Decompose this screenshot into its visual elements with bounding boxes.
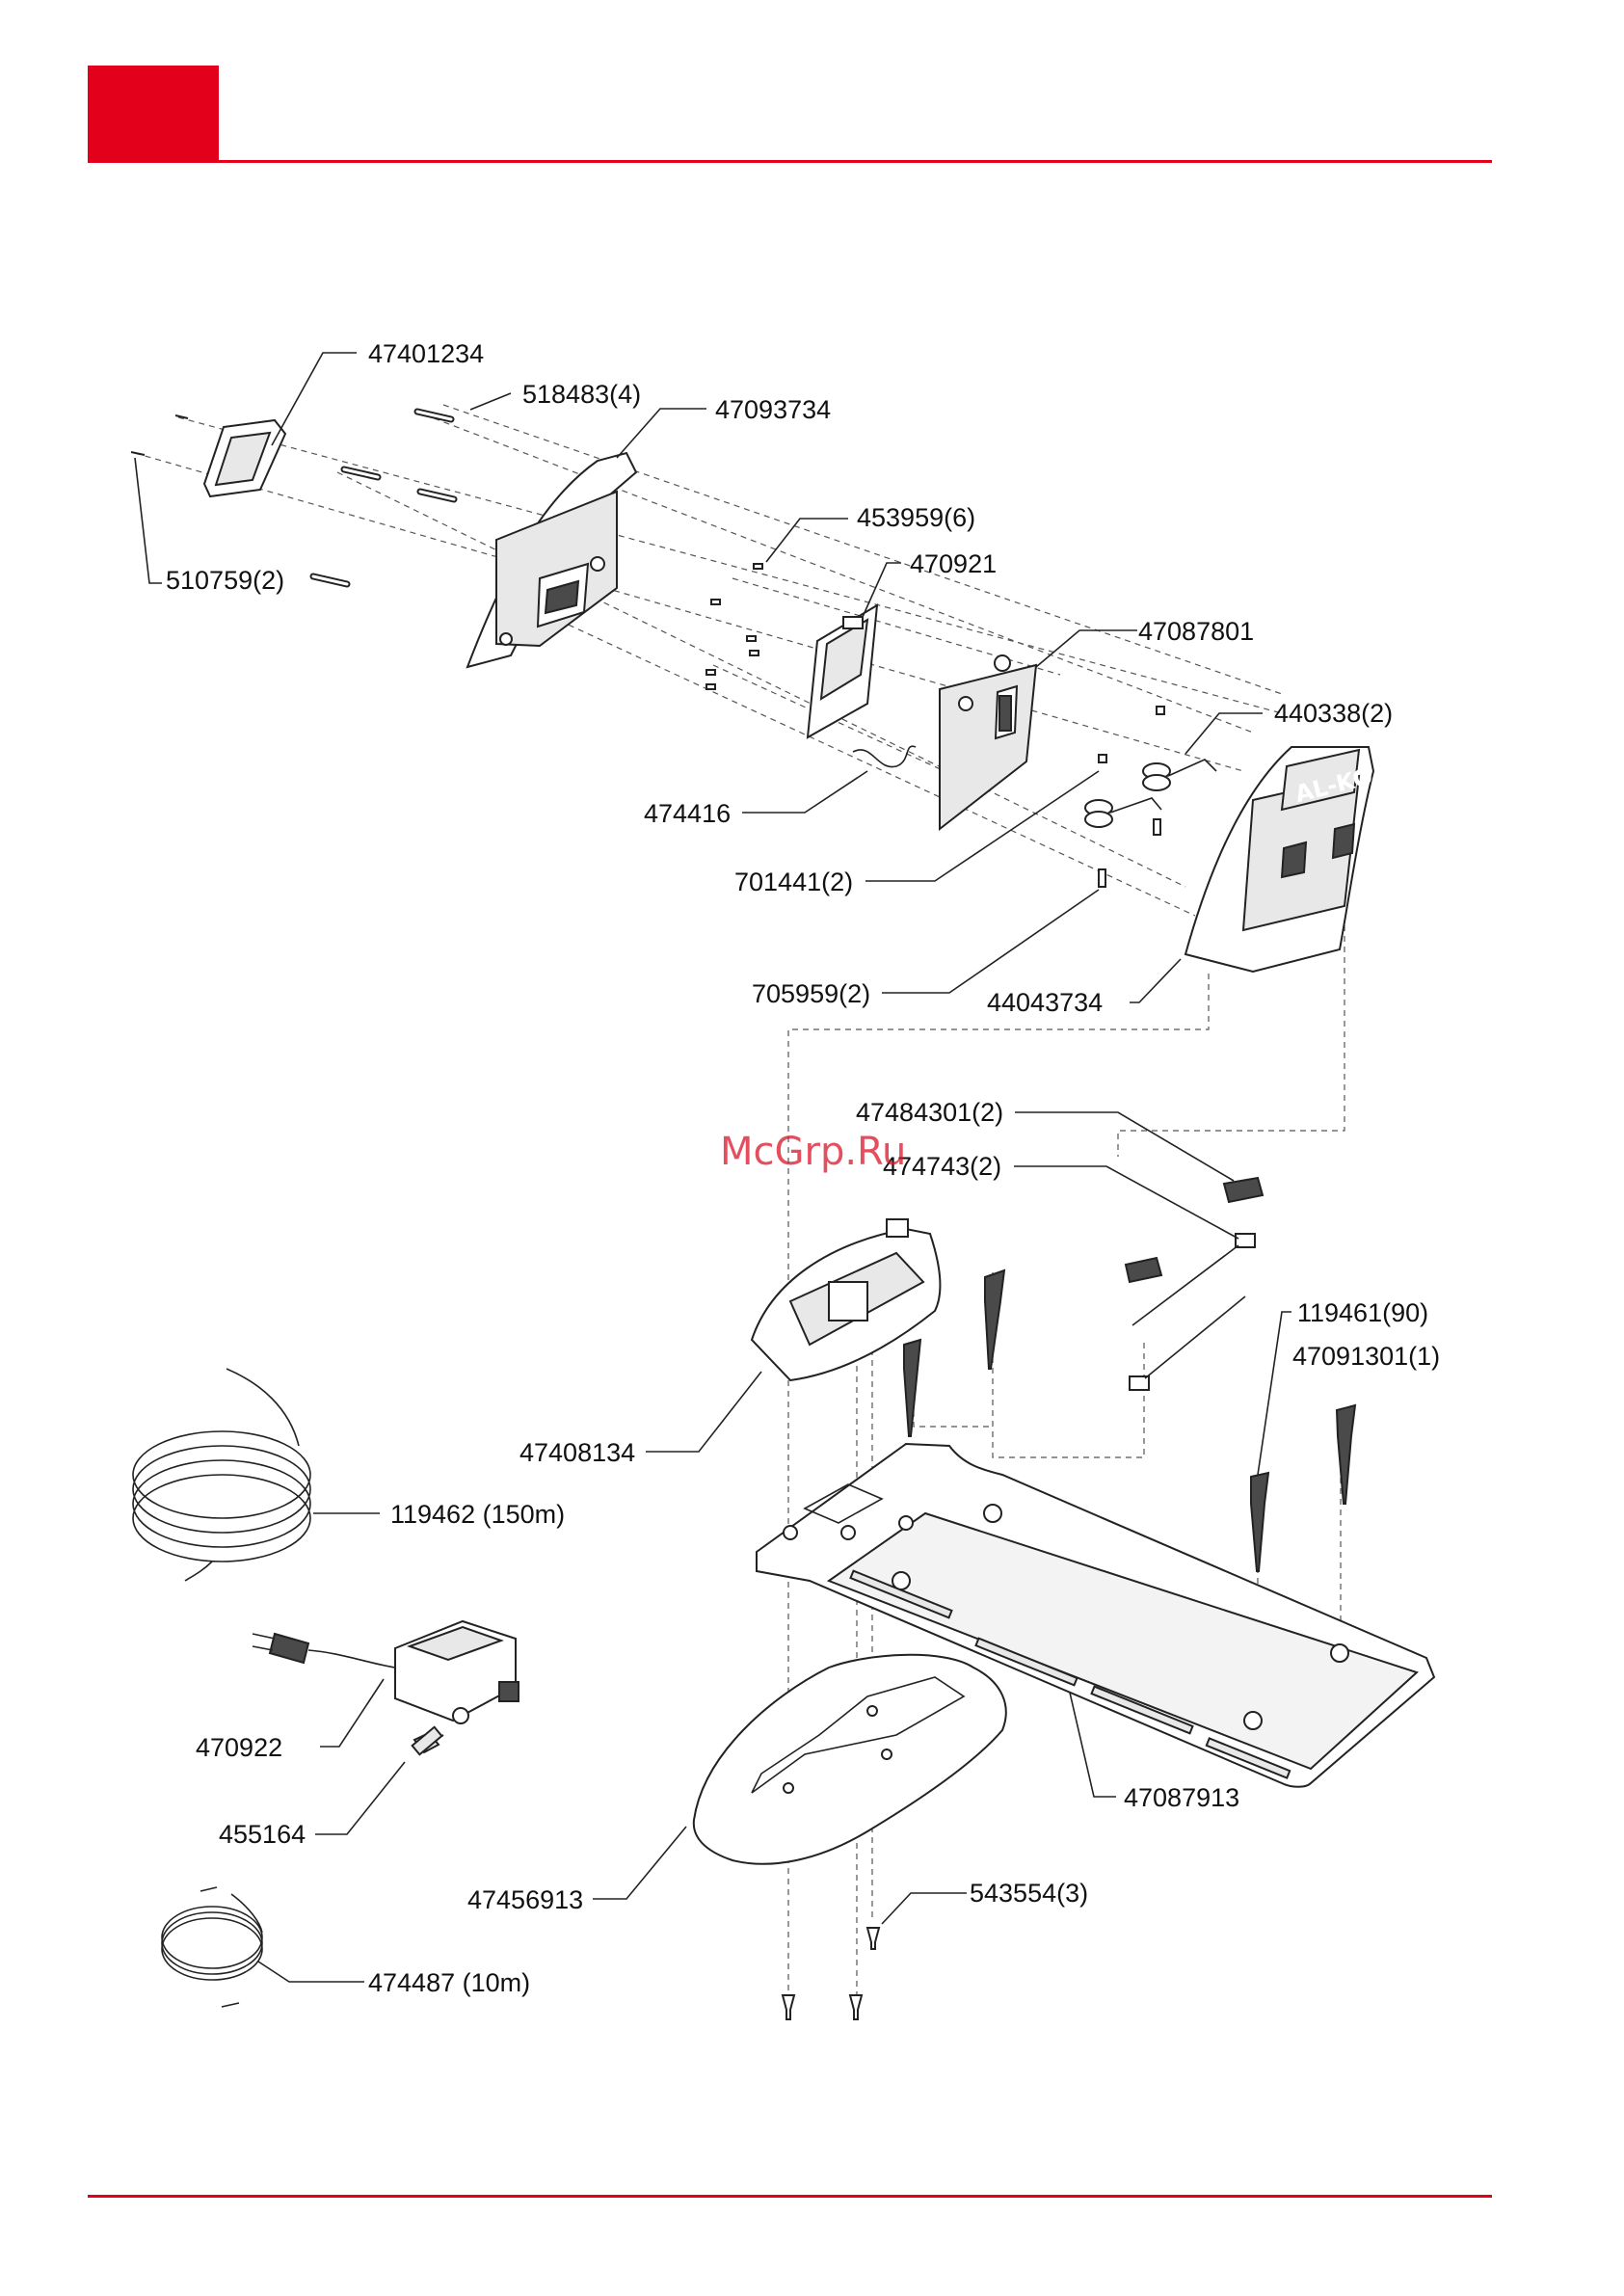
part-440338-spring-contacts — [1085, 707, 1216, 827]
label-47091301: 47091301(1) — [1292, 1342, 1440, 1371]
label-705959: 705959(2) — [752, 979, 870, 1008]
label-47408134: 47408134 — [519, 1438, 635, 1467]
label-440338: 440338(2) — [1274, 699, 1393, 728]
part-474487-connection-wire — [162, 1887, 262, 2007]
label-47087913: 47087913 — [1124, 1783, 1239, 1812]
label-47484301: 47484301(2) — [856, 1098, 1003, 1127]
part-47093734-housing — [467, 453, 636, 667]
pins-518483 — [313, 412, 454, 584]
label-453959: 453959(6) — [857, 503, 975, 532]
label-47456913: 47456913 — [467, 1885, 583, 1914]
label-119462: 119462 (150m) — [390, 1500, 565, 1529]
label-701441: 701441(2) — [734, 868, 853, 896]
part-470922-power-supply — [253, 1621, 519, 1723]
label-474487: 474487 (10m) — [368, 1968, 530, 1997]
label-474416: 474416 — [644, 799, 731, 828]
label-119461: 119461(90) — [1297, 1298, 1428, 1327]
label-510759: 510759(2) — [166, 566, 284, 595]
part-47087801-mounting-plate — [940, 655, 1036, 829]
part-119462-wire-coil — [133, 1369, 310, 1581]
part-47484301-clips — [1126, 1178, 1263, 1282]
label-47401234: 47401234 — [368, 339, 484, 368]
screws-510759 — [131, 415, 188, 455]
screws-453959 — [706, 564, 762, 689]
label-455164: 455164 — [219, 1820, 306, 1849]
label-543554: 543554(3) — [970, 1879, 1088, 1908]
label-47087801: 47087801 — [1138, 617, 1254, 646]
label-470921: 470921 — [910, 549, 997, 578]
part-543554-screws — [783, 1928, 879, 2019]
part-474743-cable-ties — [1130, 1234, 1255, 1390]
label-470922: 470922 — [196, 1733, 282, 1762]
label-518483: 518483(4) — [522, 380, 641, 409]
part-705959-pins — [1099, 819, 1160, 887]
leader-lines — [135, 353, 1291, 1982]
part-470921-circuit-board — [808, 605, 877, 737]
part-44043734-front-cover: AL-KO — [1185, 747, 1375, 972]
label-47093734: 47093734 — [715, 395, 831, 424]
part-474416-wire — [853, 746, 916, 766]
label-44043734: 44043734 — [987, 988, 1103, 1017]
watermark: McGrp.Ru — [720, 1130, 906, 1174]
part-47401234-cover-plate — [204, 420, 285, 496]
part-47456913-ground-plate — [694, 1655, 1006, 1864]
